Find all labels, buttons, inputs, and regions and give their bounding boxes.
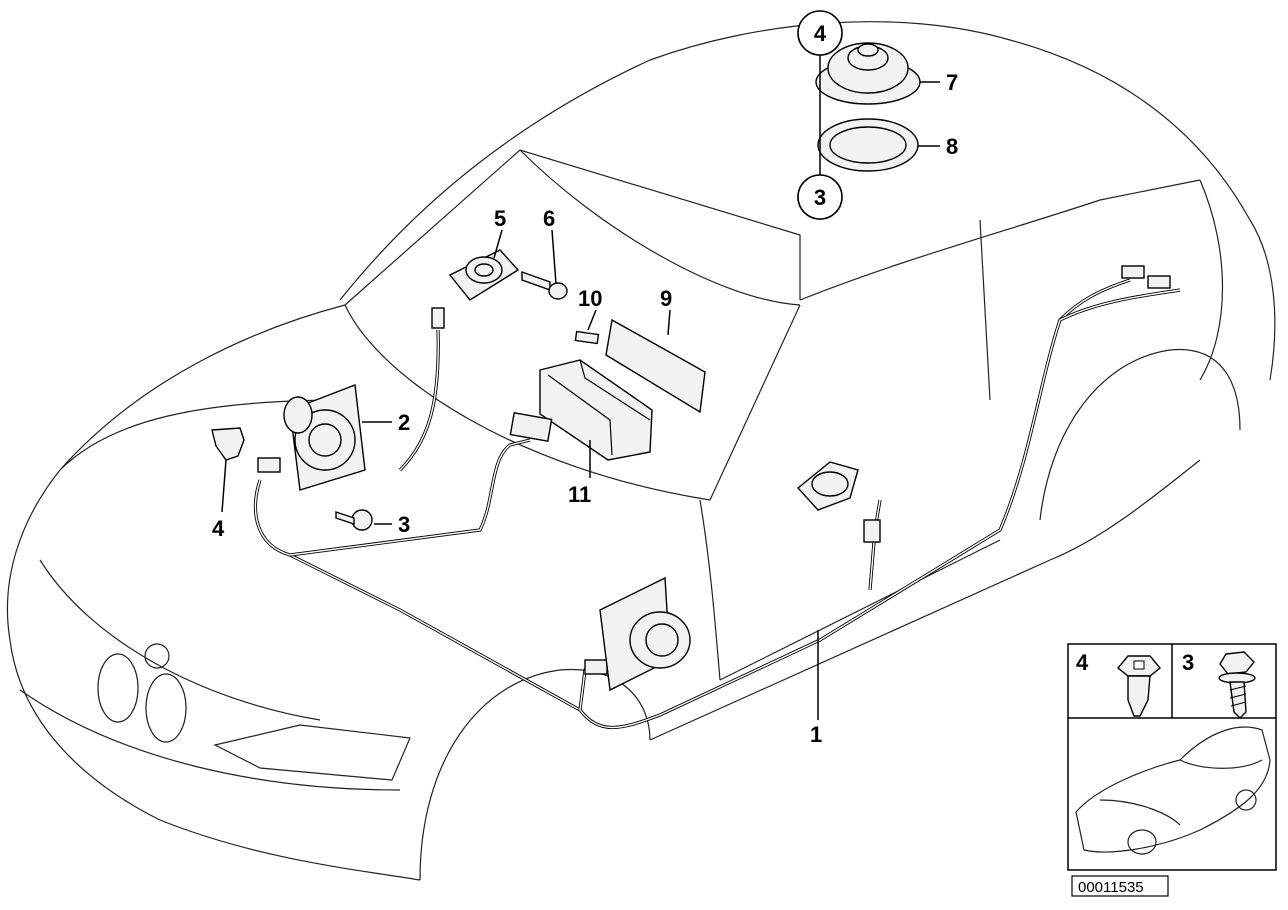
callout-7: 7	[946, 70, 958, 95]
callout-10: 10	[578, 286, 602, 311]
door-speaker	[796, 461, 859, 511]
front-connector	[257, 457, 281, 473]
svg-text:4: 4	[814, 21, 827, 46]
callout-3-front: 3	[398, 512, 410, 537]
front-speaker	[283, 384, 366, 491]
kick-connector	[584, 659, 608, 675]
clip-nut	[211, 427, 245, 461]
cover-panel	[605, 318, 706, 414]
screw	[335, 509, 373, 531]
rear-speaker	[815, 42, 921, 105]
tweeter-connector	[431, 307, 445, 329]
fastener-inset: 4 3	[1067, 643, 1277, 871]
clip-nut-icon	[1117, 655, 1161, 717]
leader-lines	[221, 55, 940, 720]
small-pad	[574, 330, 600, 345]
callout-9: 9	[660, 286, 672, 311]
callout-2: 2	[398, 410, 410, 435]
speaker-ring	[817, 118, 919, 172]
wiring-harness	[253, 265, 1181, 730]
vehicle-thumbnail	[1075, 726, 1271, 855]
tweeter-screw	[521, 271, 568, 300]
callout-5: 5	[494, 206, 506, 231]
door-connector	[863, 519, 881, 543]
circled-callout-4: 4	[797, 10, 843, 56]
callouts: 1 2 3 4 5 6 10 9 11 7 8 4 3	[212, 10, 958, 747]
holder-bracket	[539, 359, 653, 461]
callout-8: 8	[946, 134, 958, 159]
svg-text:3: 3	[814, 185, 826, 210]
inset-label-3: 3	[1182, 650, 1194, 675]
control-module	[509, 412, 553, 442]
rear-connector-b	[1147, 275, 1171, 289]
car-body-outline	[6, 21, 1276, 881]
kick-panel-speaker	[599, 576, 691, 692]
document-id-box: 00011535	[1071, 875, 1169, 897]
rear-connector-a	[1121, 265, 1145, 279]
callout-11: 11	[568, 482, 591, 507]
inset-label-4: 4	[1076, 650, 1089, 675]
callout-4-front: 4	[212, 516, 225, 541]
callout-6: 6	[543, 206, 555, 231]
document-id: 00011535	[1078, 879, 1144, 896]
circled-callout-3: 3	[797, 174, 843, 220]
tweeter	[448, 249, 520, 301]
callout-1: 1	[810, 722, 822, 747]
screw-icon	[1218, 651, 1256, 719]
